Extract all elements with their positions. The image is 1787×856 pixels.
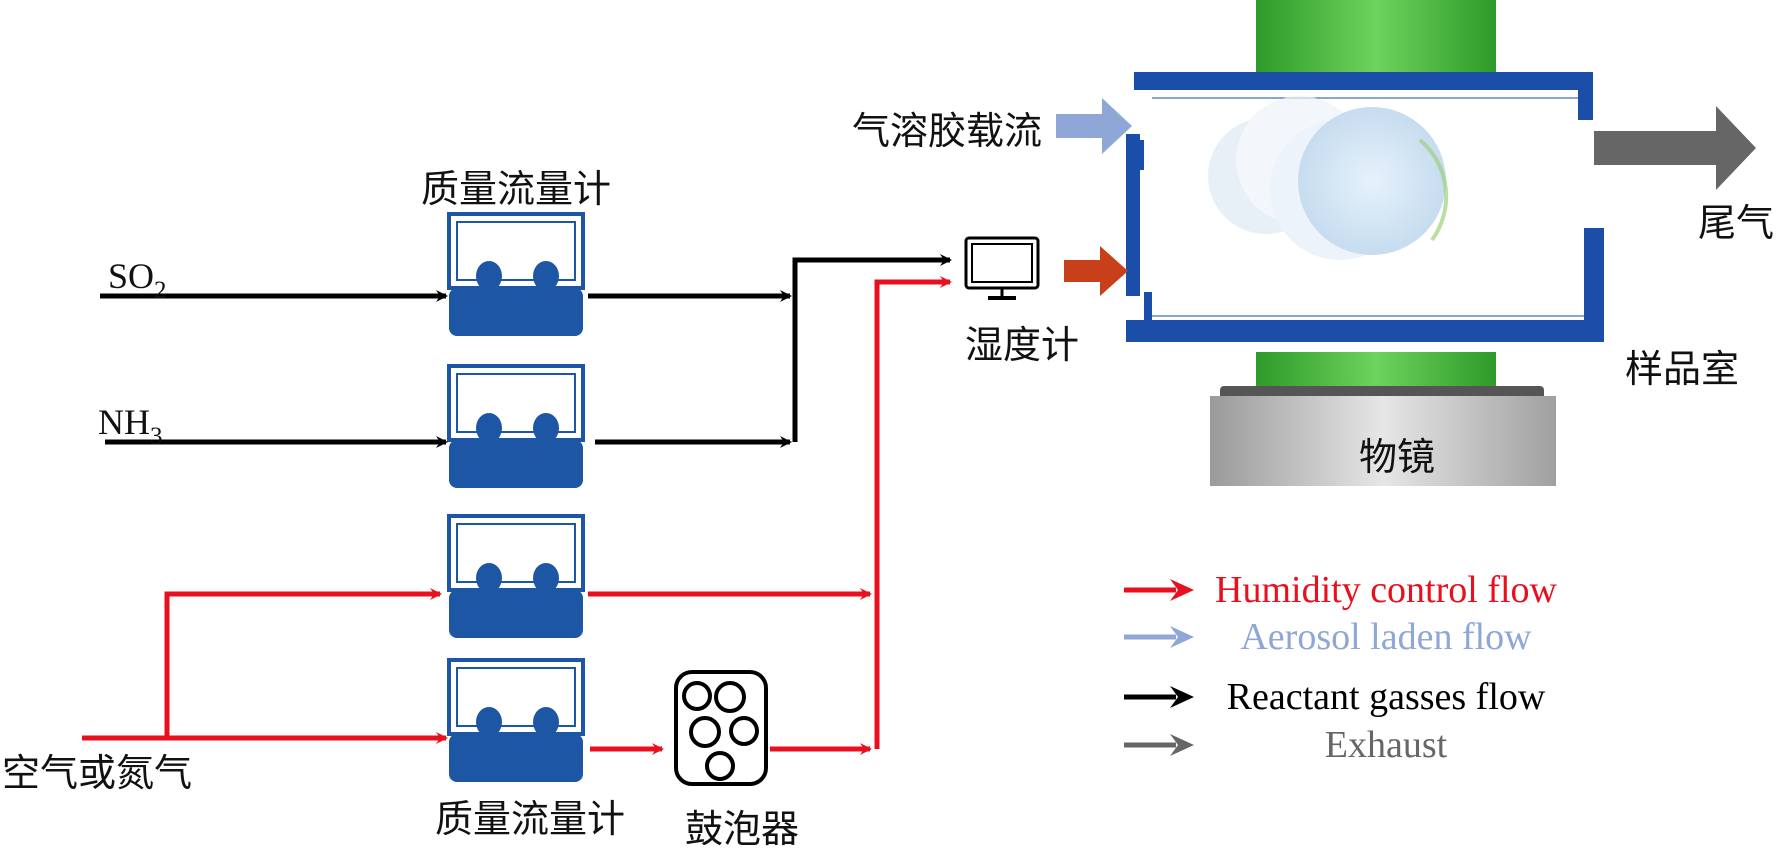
- aerosol-carrier-label: 气溶胶载流: [852, 109, 1042, 153]
- legend-item: Aerosol laden flow: [1124, 616, 1532, 658]
- legend-label: Exhaust: [1325, 724, 1448, 766]
- humidity-control-lines: [82, 276, 952, 755]
- exhaust-label: 尾气: [1698, 201, 1774, 245]
- legend-arrow-head: [1170, 734, 1194, 756]
- hygrometer-label: 湿度计: [965, 323, 1079, 367]
- bubbler-label: 鼓泡器: [685, 807, 799, 851]
- legend-item: Exhaust: [1124, 724, 1448, 766]
- legend-arrow-head: [1170, 579, 1194, 601]
- droplet: [1298, 107, 1449, 255]
- legend-item: Humidity control flow: [1124, 569, 1558, 611]
- nh3-label: NH3: [98, 402, 163, 450]
- so2-label: SO2: [108, 256, 167, 304]
- bubbler-icon: [674, 670, 768, 786]
- aerosol-inlet-arrow: [1056, 98, 1132, 154]
- legend-item: Reactant gasses flow: [1124, 676, 1546, 718]
- legend-label: Reactant gasses flow: [1227, 676, 1546, 718]
- objective-label: 物镜: [1359, 435, 1435, 479]
- mfc-label-top: 质量流量计: [421, 167, 611, 211]
- legend-label: Aerosol laden flow: [1240, 616, 1532, 658]
- exhaust-arrow: [1594, 106, 1756, 190]
- sample-chamber-label: 样品室: [1625, 347, 1739, 391]
- mass-flow-controller-nh3: [447, 364, 585, 488]
- mass-flow-controller-so2: [447, 212, 585, 336]
- reactant-gas-lines: [100, 254, 952, 448]
- legend-arrow-head: [1170, 626, 1194, 648]
- hygrometer-icon: [964, 236, 1040, 300]
- mass-flow-controller-dry: [447, 514, 585, 638]
- mass-flow-controller-wet: [447, 658, 585, 782]
- legend-arrow-head: [1170, 686, 1194, 708]
- legend-label: Humidity control flow: [1215, 569, 1558, 611]
- sample-chamber: [1126, 0, 1604, 486]
- air-or-nitrogen-label: 空气或氮气: [2, 751, 192, 795]
- mfc-label-bottom: 质量流量计: [435, 797, 625, 841]
- humid-inlet-arrow: [1064, 246, 1128, 296]
